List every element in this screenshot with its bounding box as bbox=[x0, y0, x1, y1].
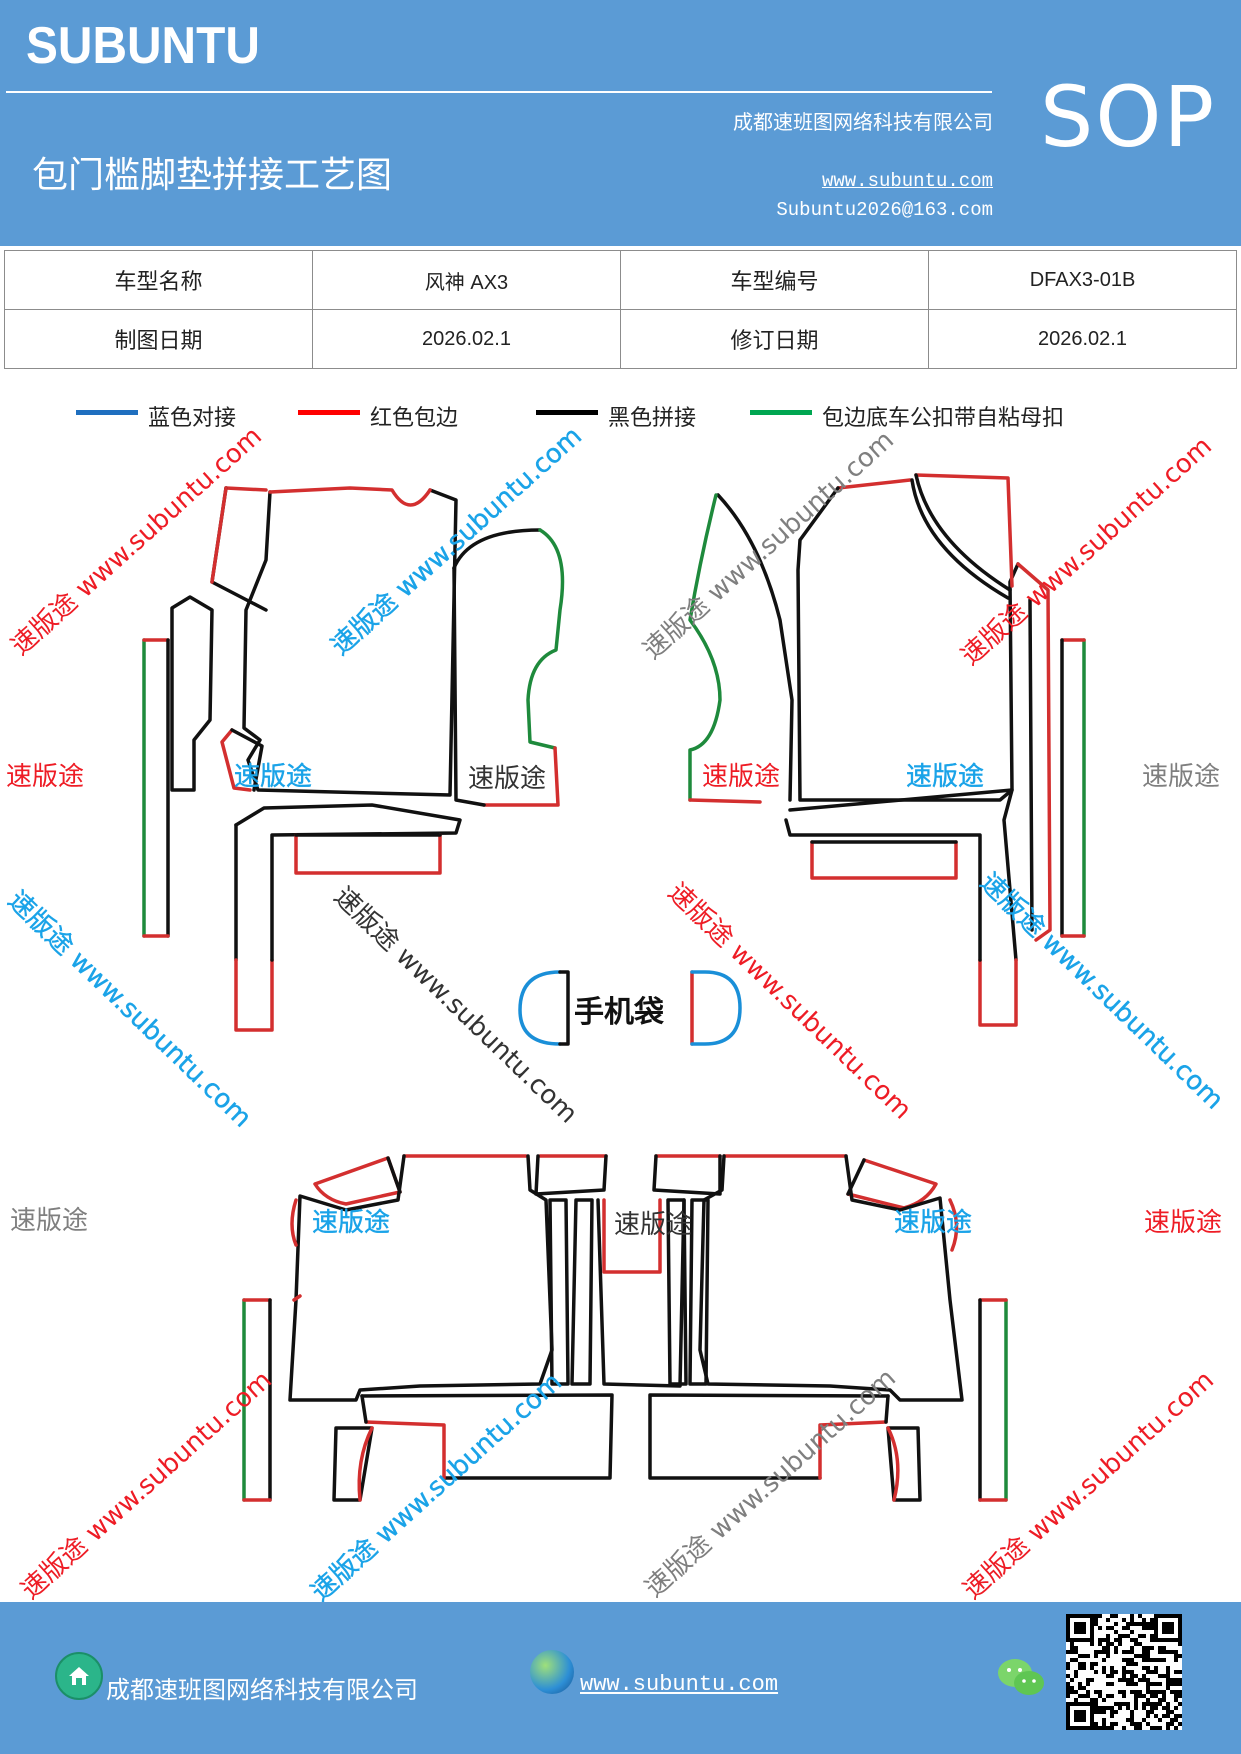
globe-icon bbox=[530, 1650, 574, 1694]
table-value: 2026.02.1 bbox=[312, 309, 621, 369]
page-title: 包门槛脚垫拼接工艺图 bbox=[32, 155, 393, 196]
table-label: 修订日期 bbox=[620, 309, 929, 369]
footer-company: 成都速班图网络科技有限公司 bbox=[106, 1676, 418, 1704]
header-website-link[interactable]: www.subuntu.com bbox=[821, 170, 993, 192]
floor-mat-diagram: 手机袋 bbox=[142, 473, 1086, 1502]
page-header: SUBUNTU 包门槛脚垫拼接工艺图 成都速班图网络科技有限公司 www.sub… bbox=[0, 0, 1241, 246]
rear-center-mat bbox=[534, 1154, 722, 1388]
phone-bag-label: 手机袋 bbox=[574, 995, 664, 1030]
table-label: 制图日期 bbox=[4, 309, 313, 369]
table-label: 车型名称 bbox=[4, 250, 313, 310]
table-value: 2026.02.1 bbox=[928, 309, 1237, 369]
watermark: 速版途 bbox=[10, 1206, 89, 1236]
watermark: 速版途 bbox=[894, 1208, 973, 1238]
front-left-mat bbox=[142, 486, 565, 1032]
table-value: DFAX3-01B bbox=[928, 250, 1237, 310]
legend-swatch bbox=[750, 410, 812, 415]
header-divider bbox=[6, 91, 992, 93]
watermark: 速版途 bbox=[906, 762, 985, 792]
page-footer: 成都速班图网络科技有限公司 www.subuntu.com bbox=[0, 1602, 1241, 1754]
table-label: 车型编号 bbox=[620, 250, 929, 310]
brand-logo: SUBUNTU bbox=[26, 17, 260, 75]
rear-right-mat bbox=[648, 1154, 1008, 1502]
legend-label: 包边底车公扣带自粘母扣 bbox=[822, 406, 1065, 431]
table-row: 车型名称 风神 AX3 车型编号 DFAX3-01B bbox=[4, 250, 1237, 310]
header-email: Subuntu2026@163.com bbox=[776, 199, 993, 221]
legend-swatch bbox=[298, 410, 360, 415]
legend-swatch bbox=[536, 410, 598, 415]
legend-swatch bbox=[76, 410, 138, 415]
legend-label: 红色包边 bbox=[370, 406, 459, 431]
front-right-mat bbox=[688, 473, 1086, 1027]
watermark: 速版途 bbox=[1142, 762, 1221, 792]
header-company: 成都速班图网络科技有限公司 bbox=[733, 110, 993, 134]
sop-badge: SOP bbox=[1040, 68, 1217, 166]
vehicle-info-table: 车型名称 风神 AX3 车型编号 DFAX3-01B 制图日期 2026.02.… bbox=[4, 250, 1237, 369]
rear-left-mat bbox=[242, 1154, 614, 1502]
phone-bag-pieces bbox=[518, 970, 742, 1046]
watermark: 速版途 bbox=[614, 1210, 693, 1240]
home-icon bbox=[55, 1652, 103, 1700]
wechat-icon[interactable] bbox=[996, 1656, 1046, 1700]
table-row: 制图日期 2026.02.1 修订日期 2026.02.1 bbox=[4, 309, 1237, 369]
watermark: 速版途 bbox=[702, 762, 781, 792]
legend-label: 蓝色对接 bbox=[148, 406, 237, 431]
watermark: 速版途 bbox=[1144, 1208, 1223, 1238]
watermark: 速版途 bbox=[312, 1208, 391, 1238]
table-value: 风神 AX3 bbox=[312, 250, 621, 310]
watermark: 速版途 bbox=[234, 762, 313, 792]
watermark: 速版途 bbox=[6, 762, 85, 792]
qr-code bbox=[1066, 1614, 1182, 1730]
legend-label: 黑色拼接 bbox=[608, 406, 697, 431]
watermark: 速版途 bbox=[468, 764, 547, 794]
footer-website-link[interactable]: www.subuntu.com bbox=[580, 1672, 779, 1697]
